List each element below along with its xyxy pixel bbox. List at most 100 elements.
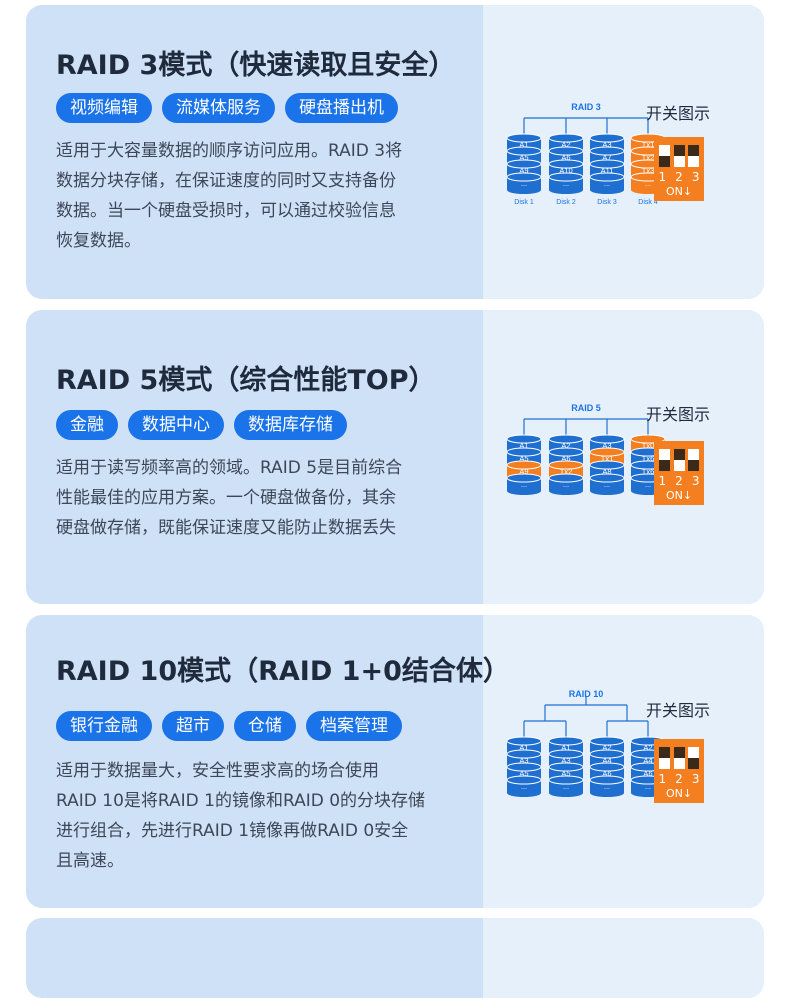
disk-cell-label: Tx2 xyxy=(560,467,573,476)
switch-on-label: ON↓ xyxy=(665,489,693,502)
disk-segment-top xyxy=(506,447,542,457)
switch-knob xyxy=(673,747,685,758)
desc-line: 数据。当一个硬盘受损时，可以通过校验信息 xyxy=(56,201,396,221)
disk-cell-label: A1 xyxy=(561,743,570,752)
desc-line: 性能最佳的应用方案。一个硬盘做备份，其余 xyxy=(56,488,396,508)
disk-segment-top xyxy=(506,736,542,746)
disk-cell-label: ... xyxy=(521,480,527,489)
disk-cell-label: A5 xyxy=(519,454,528,463)
disk-cell-label: ... xyxy=(645,480,651,489)
disk-segment-top xyxy=(589,473,625,483)
raid-level-label: RAID 5 xyxy=(571,403,601,413)
tag-list: 视频编辑 流媒体服务 硬盘播出机 xyxy=(56,93,398,123)
tag: 金融 xyxy=(56,410,118,440)
disk-cell-label: Tx6 xyxy=(642,467,655,476)
disk-segment-top xyxy=(548,159,584,169)
switch-knob xyxy=(688,460,699,471)
disk-segment-top xyxy=(548,133,584,143)
disk-cell-label: ... xyxy=(563,782,569,791)
disk-cell-label: ... xyxy=(645,179,651,188)
switch-number: 2 xyxy=(675,170,683,184)
disk-cell-label: A10 xyxy=(559,166,572,175)
disk-bottom xyxy=(590,186,624,194)
tag: 视频编辑 xyxy=(56,93,152,123)
disk-segment-top xyxy=(506,133,542,143)
desc-line: 且高速。 xyxy=(56,851,124,871)
switch-label: 开关图示 xyxy=(646,104,711,123)
section-description: 适用于数据量大，安全性要求高的场合使用 RAID 10是将RAID 1的镜像和R… xyxy=(56,756,461,876)
switch-label: 开关图示 xyxy=(646,405,711,424)
disk-segment-top xyxy=(548,473,584,483)
disk-cell-label: Tx6 xyxy=(642,454,655,463)
disk-segment-top xyxy=(506,434,542,444)
disk-cell-label: A6 xyxy=(561,153,570,162)
disk-cell-label: A9 xyxy=(519,166,528,175)
section-title: RAID 3模式（快速读取且安全） xyxy=(56,50,456,81)
desc-line: 进行组合，先进行RAID 1镜像再做RAID 0安全 xyxy=(56,821,409,841)
switch-label: 开关图示 xyxy=(646,701,711,720)
desc-line: 适用于数据量大，安全性要求高的场合使用 xyxy=(56,761,379,781)
section-title: RAID 5模式（综合性能TOP） xyxy=(56,365,436,396)
switch-knob xyxy=(659,460,670,471)
disk-segment-top xyxy=(589,447,625,457)
disk-cell-label: A6 xyxy=(561,454,570,463)
disk-cell-label: A6 xyxy=(643,769,652,778)
disk-cell-label: A5 xyxy=(561,769,570,778)
disk-cell-label: A2 xyxy=(643,743,652,752)
disk-segment-top xyxy=(506,159,542,169)
disk-segment-top xyxy=(589,762,625,772)
disk-bottom xyxy=(549,789,583,797)
disk-cell-label: Tx2 xyxy=(642,153,655,162)
disk-bottom xyxy=(507,487,541,495)
tag-list: 银行金融 超市 仓储 档案管理 xyxy=(56,711,402,741)
disk-segment-top xyxy=(506,460,542,470)
disk-cell-label: A4 xyxy=(643,756,652,765)
disk-segment-top xyxy=(589,749,625,759)
raid-level-label: RAID 10 xyxy=(569,689,604,699)
tag-list: 金融 数据中心 数据库存储 xyxy=(56,410,347,440)
tag: 硬盘播出机 xyxy=(285,93,398,123)
switch-knob xyxy=(659,747,670,758)
switch-number: 3 xyxy=(691,474,700,488)
switch-number: 3 xyxy=(691,170,700,184)
switch-number: 1 xyxy=(658,474,667,488)
disk-segment-top xyxy=(548,447,584,457)
disk-name-label: Disk 4 xyxy=(638,199,658,206)
disk-segment-top xyxy=(589,133,625,143)
disk-bottom xyxy=(549,487,583,495)
disk-bottom xyxy=(507,789,541,797)
switch-knob xyxy=(659,156,670,167)
disk-name-label: Disk 1 xyxy=(514,199,534,206)
disk-cell-label: A8 xyxy=(602,467,611,476)
disk-cell-label: ... xyxy=(563,179,569,188)
disk-name-label: Disk 3 xyxy=(597,199,617,206)
switch-slot xyxy=(673,747,685,769)
switch-knob xyxy=(688,758,699,769)
section-description: 适用于读写频率高的领域。RAID 5是目前综合 性能最佳的应用方案。一个硬盘做备… xyxy=(56,453,461,543)
disk-cell-label: A3 xyxy=(561,756,570,765)
disk-segment-top xyxy=(506,146,542,156)
disk-cell-label: A5 xyxy=(519,769,528,778)
disk-segment-top xyxy=(548,172,584,182)
disk-cell-label: ... xyxy=(521,782,527,791)
disk-cell-label: ... xyxy=(521,179,527,188)
disk-bottom xyxy=(590,789,624,797)
disk-cell-label: A1 xyxy=(519,441,528,450)
disk-segment-top xyxy=(506,172,542,182)
switch-slot xyxy=(673,145,685,167)
disk-segment-top xyxy=(589,434,625,444)
disk-segment-top xyxy=(589,460,625,470)
desc-line: 适用于大容量数据的顺序访问应用。RAID 3将 xyxy=(56,141,403,161)
disk-cell-label: A6 xyxy=(602,769,611,778)
desc-line: 数据分块存储，在保证速度的同时又支持备份 xyxy=(56,171,396,191)
switch-on-label: ON↓ xyxy=(665,787,693,800)
disk-segment-top xyxy=(548,775,584,785)
disk-bottom xyxy=(507,186,541,194)
disk-cell-label: A11 xyxy=(601,166,614,175)
disk-cell-label: Tx1 xyxy=(601,454,614,463)
disk-segment-top xyxy=(548,434,584,444)
disk-cell-label: A2 xyxy=(561,441,570,450)
disk-cell-label: A5 xyxy=(519,153,528,162)
